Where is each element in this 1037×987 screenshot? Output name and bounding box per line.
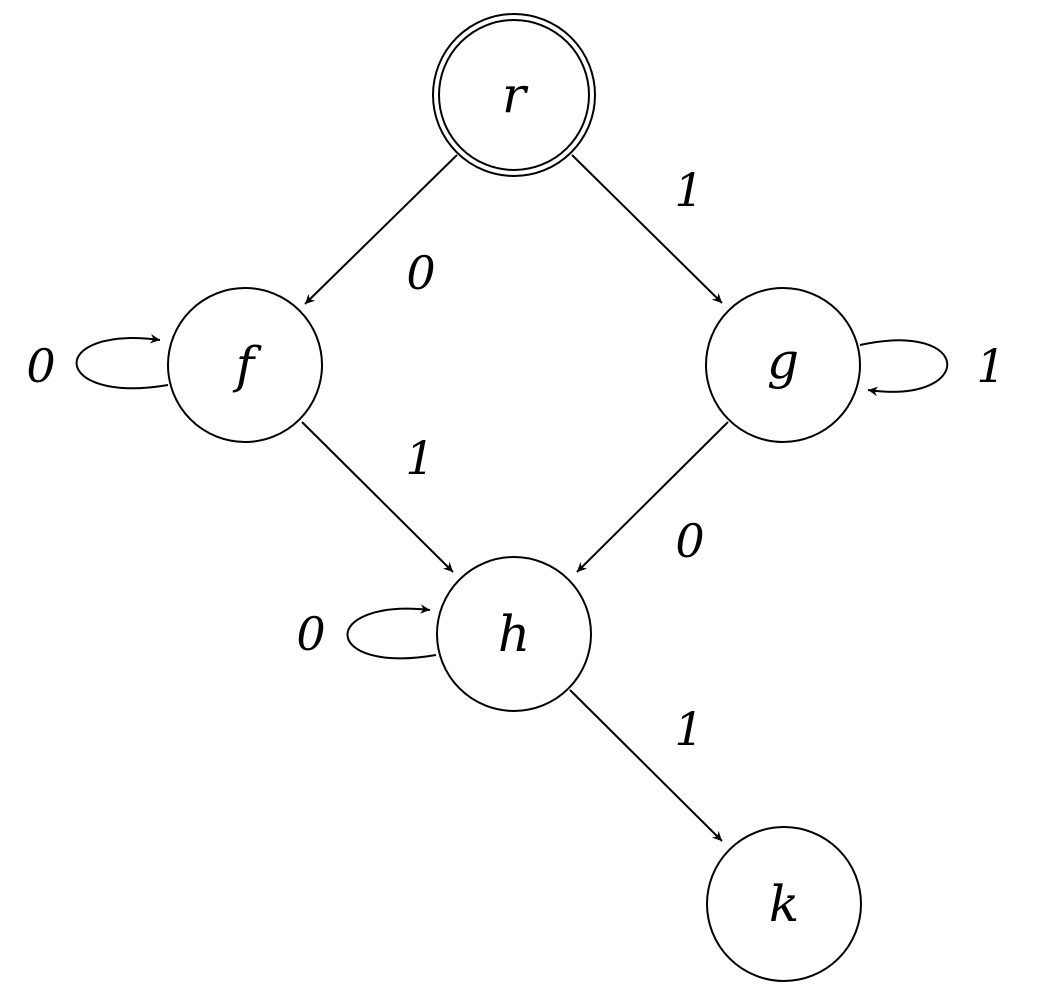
state-g: g	[705, 287, 861, 443]
state-f-circle	[167, 287, 323, 443]
state-h-label: h	[498, 605, 530, 663]
state-g-label: g	[767, 332, 799, 390]
edge-label-f-f: 0	[26, 339, 55, 393]
state-h-circle	[436, 556, 592, 712]
edge-h-k	[569, 689, 723, 842]
edge-f-h	[301, 421, 454, 573]
edge-label-r-g: 1	[674, 163, 703, 217]
edge-label-r-f: 0	[406, 246, 435, 300]
state-h: h	[436, 556, 592, 712]
edge-g-g-loop	[859, 339, 949, 397]
edge-label-f-h: 1	[405, 431, 434, 485]
edge-label-g-h: 0	[675, 514, 704, 568]
edge-r-f	[304, 154, 458, 305]
edge-label-h-k: 1	[674, 702, 703, 756]
state-k-circle	[706, 826, 862, 982]
state-r-inner-ring	[438, 19, 590, 171]
edge-label-g-g: 1	[976, 339, 1005, 393]
state-g-circle	[705, 287, 861, 443]
edge-h-h-loop	[346, 604, 437, 660]
state-r-label: r	[502, 66, 529, 124]
state-r: r	[432, 13, 596, 177]
edge-label-h-h: 0	[296, 607, 325, 661]
state-f: f	[167, 287, 323, 443]
state-k: k	[706, 826, 862, 982]
edge-r-g	[571, 154, 723, 304]
edge-f-f-loop	[75, 334, 169, 390]
state-k-label: k	[769, 875, 799, 933]
edge-g-h	[576, 421, 729, 573]
